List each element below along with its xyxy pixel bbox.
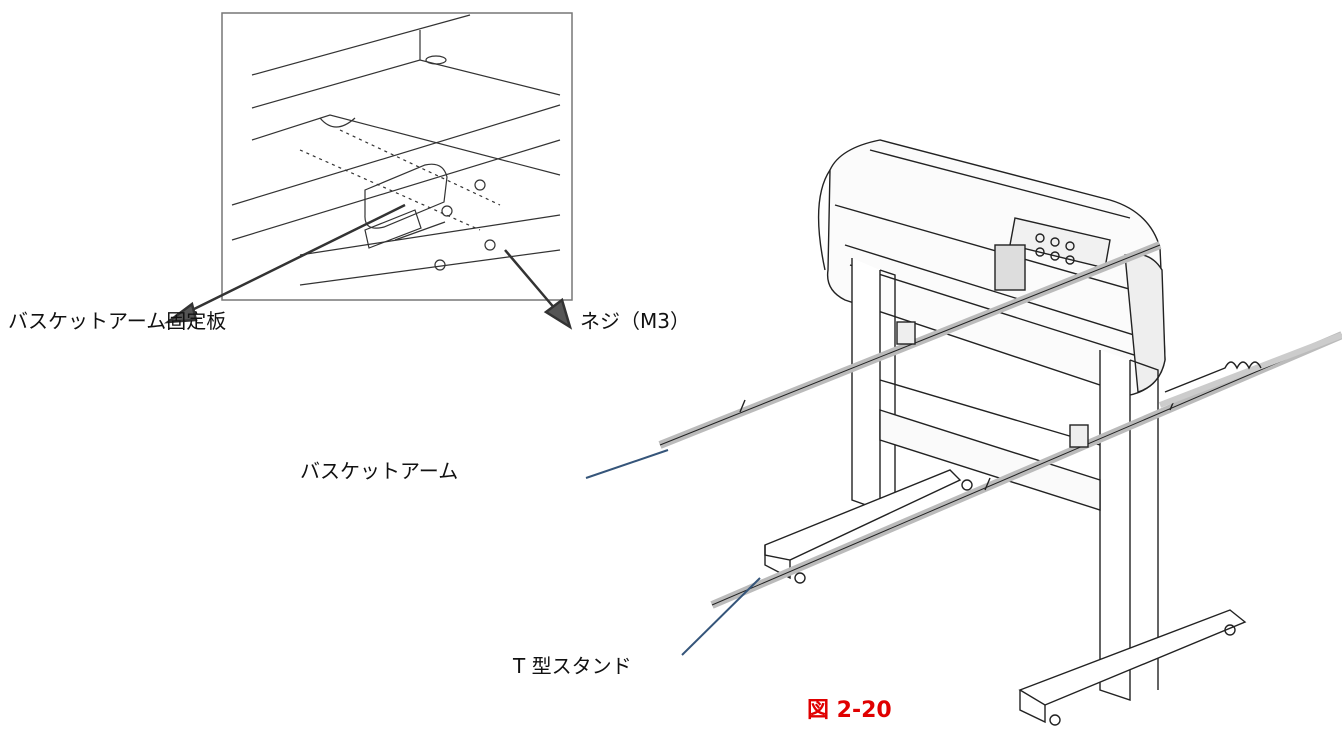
- detail-inset-frame: [221, 12, 573, 301]
- cutter-stand-drawing: [658, 139, 1342, 726]
- inset-arrows: [163, 203, 573, 330]
- screw-icon: [484, 239, 496, 251]
- leader-lines: [585, 449, 761, 656]
- figure-caption: 図 2-20: [807, 698, 892, 723]
- screw-icon: [441, 205, 453, 217]
- t-stand-label: T 型スタンド: [513, 654, 632, 678]
- screw-label: ネジ（M3）: [580, 309, 690, 333]
- basket-arm-label: バスケットアーム: [300, 459, 459, 483]
- basket-arm-leader: [585, 449, 669, 479]
- bracket-plate-label: バスケットアーム固定板: [8, 309, 227, 333]
- screw-icon: [434, 259, 446, 271]
- detail-inset: [221, 12, 573, 301]
- screw-icon: [474, 179, 486, 191]
- t-stand-leader: [681, 577, 761, 656]
